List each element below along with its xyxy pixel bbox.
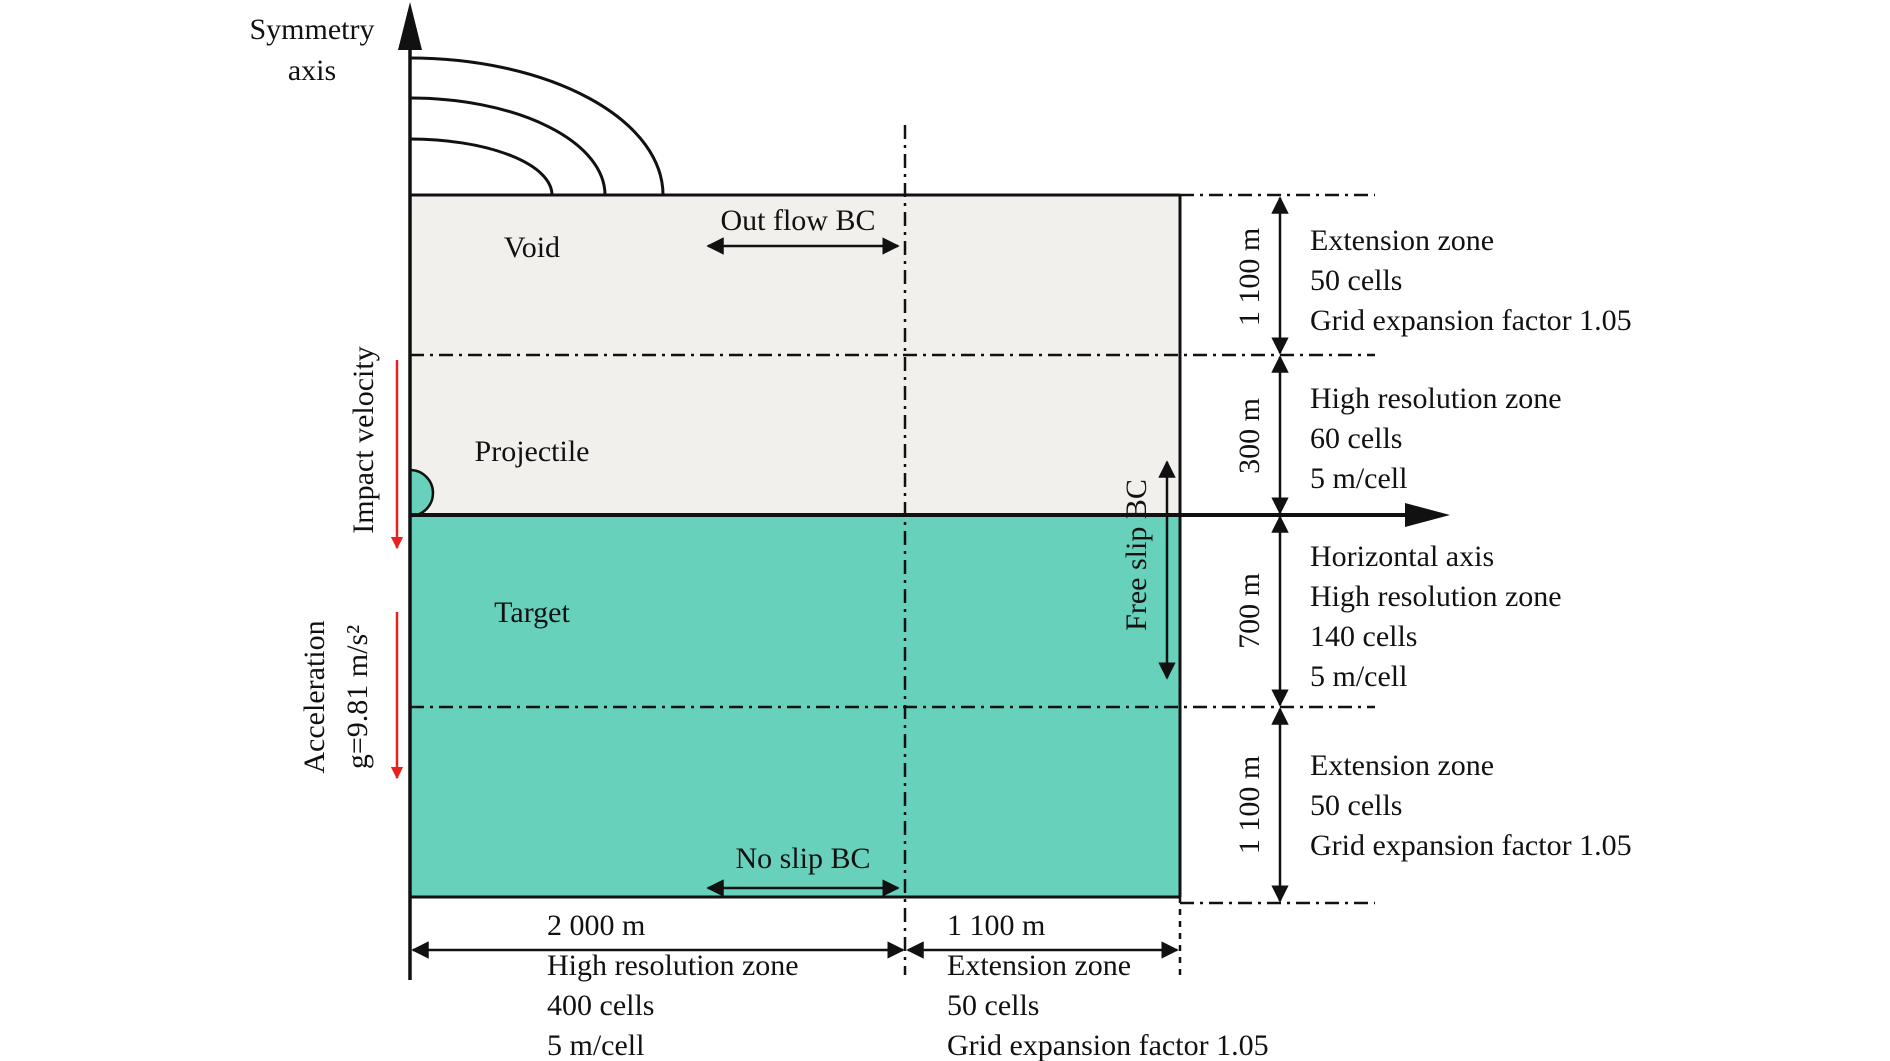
bottom-zone-1-line1: High resolution zone — [547, 949, 799, 982]
impact-velocity-label: Impact velocity — [347, 346, 380, 533]
dim-label-high-res-upper: 300 m — [1233, 398, 1266, 474]
horizontal-axis-arrowhead — [1405, 503, 1450, 527]
right-zone-2-line3: 5 m/cell — [1310, 462, 1407, 495]
noslip-bc-label: No slip BC — [735, 842, 870, 875]
bottom-zone-2-line2: 50 cells — [947, 989, 1039, 1022]
right-zone-2-line1: High resolution zone — [1310, 382, 1562, 415]
wave-arc-inner — [409, 137, 554, 196]
bottom-zone-2-dim: 1 100 m — [947, 909, 1045, 942]
right-zone-1-line2: 50 cells — [1310, 264, 1402, 297]
freeslip-bc-label: Free slip BC — [1120, 479, 1153, 631]
right-zone-3-line3: 140 cells — [1310, 620, 1417, 653]
dim-label-high-res-lower: 700 m — [1233, 573, 1266, 649]
outflow-bc-label: Out flow BC — [720, 204, 875, 237]
symmetry-axis-arrowhead — [398, 2, 422, 50]
dim-label-bottom-extension: 1 100 m — [1233, 756, 1266, 854]
target-label: Target — [494, 596, 570, 629]
right-zone-3-line4: 5 m/cell — [1310, 660, 1407, 693]
right-zone-1-line1: Extension zone — [1310, 224, 1494, 257]
acceleration-label: Acceleration — [298, 620, 331, 773]
right-zone-4-line1: Extension zone — [1310, 749, 1494, 782]
dim-label-top-extension: 1 100 m — [1233, 228, 1266, 326]
gravity-label: g=9.81 m/s² — [341, 625, 374, 769]
wave-arc-middle — [409, 96, 607, 196]
right-zone-2-line2: 60 cells — [1310, 422, 1402, 455]
bottom-zone-1-dim: 2 000 m — [547, 909, 645, 942]
right-zone-4-line3: Grid expansion factor 1.05 — [1310, 829, 1632, 862]
projectile-label: Projectile — [475, 435, 590, 468]
void-label: Void — [504, 231, 560, 264]
bottom-zone-2-line1: Extension zone — [947, 949, 1131, 982]
right-zone-4-line2: 50 cells — [1310, 789, 1402, 822]
bottom-zone-1-line2: 400 cells — [547, 989, 654, 1022]
bottom-zone-2-line3: Grid expansion factor 1.05 — [947, 1029, 1269, 1061]
right-zone-1-line3: Grid expansion factor 1.05 — [1310, 304, 1632, 337]
wave-arc-outer — [409, 56, 665, 196]
symmetry-axis-label-line1: Symmetry — [250, 13, 375, 46]
bottom-zone-1-line3: 5 m/cell — [547, 1029, 644, 1061]
right-zone-3-line1: Horizontal axis — [1310, 540, 1494, 573]
symmetry-axis-label-line2: axis — [288, 54, 336, 87]
right-zone-3-line2: High resolution zone — [1310, 580, 1562, 613]
